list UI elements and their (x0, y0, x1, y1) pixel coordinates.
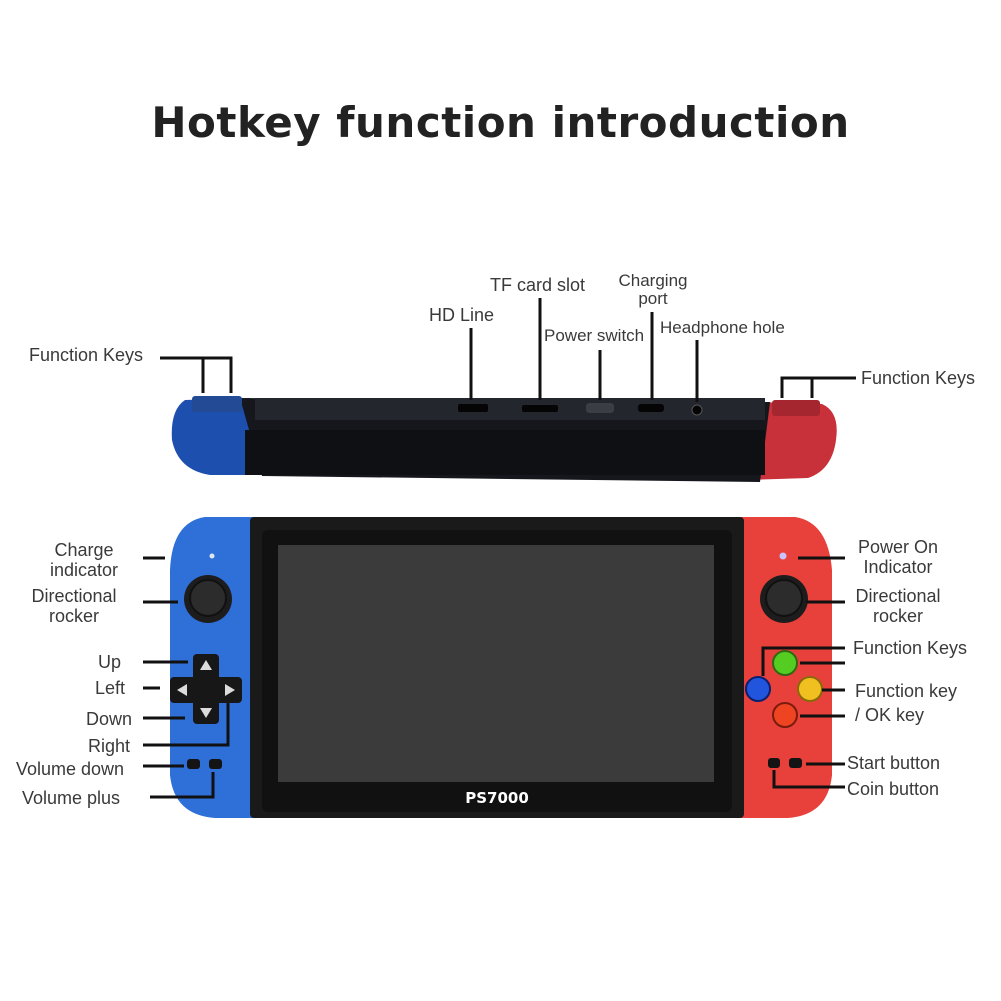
label-function-keys-top-left: Function Keys (29, 345, 144, 365)
label-charging-port-line2: port (638, 289, 668, 308)
headphone-hole[interactable] (691, 404, 703, 416)
y-button[interactable] (772, 650, 798, 676)
label-power-switch: Power switch (544, 326, 645, 345)
label-rocker-left-line1: Directional (31, 586, 117, 606)
dpad[interactable] (170, 654, 242, 724)
label-power-on-indicator: Power On Indicator (845, 537, 951, 577)
charge-indicator (209, 553, 215, 559)
model-name: PS7000 (465, 789, 529, 807)
label-charge-line2: indicator (49, 560, 119, 580)
x-button[interactable] (745, 676, 771, 702)
a-button[interactable] (772, 702, 798, 728)
left-rocker-cap (189, 579, 227, 617)
right-shoulder-keys[interactable] (772, 400, 820, 416)
power-indicator (779, 552, 787, 560)
label-ok-key-line2: / OK key (855, 705, 925, 725)
label-rocker-right-line1: Directional (855, 586, 941, 606)
left-shoulder-keys[interactable] (192, 396, 242, 412)
page-title: Hotkey function introduction (151, 98, 850, 147)
label-directional-rocker-left: Directional rocker (14, 586, 134, 626)
volume-plus-button[interactable] (209, 759, 222, 769)
label-volume-plus: Volume plus (22, 788, 121, 808)
label-rocker-right-line2: rocker (872, 606, 923, 626)
power-switch[interactable] (586, 403, 614, 413)
right-rocker-cap (765, 579, 803, 617)
label-up: Up (98, 652, 122, 672)
right-callouts (761, 556, 845, 789)
label-down: Down (86, 709, 133, 729)
label-left: Left (95, 678, 126, 698)
label-function-key-line1: Function key (855, 681, 958, 701)
left-callouts (143, 556, 230, 799)
tf-card-slot[interactable] (522, 405, 558, 412)
label-tf-card-slot: TF card slot (490, 275, 586, 295)
label-power-line1: Power On (857, 537, 939, 557)
label-start-button: Start button (847, 753, 941, 773)
device-top-view (171, 396, 837, 482)
label-charging-port-line1: Charging (618, 271, 688, 290)
label-hd-line: HD Line (429, 305, 495, 325)
device-front-view: PS7000 (170, 517, 832, 818)
label-function-keys-right: Function Keys (853, 638, 968, 658)
top-right-grip (748, 402, 837, 480)
label-function-keys-top-right: Function Keys (861, 368, 976, 388)
label-function-key-ok: Function key / OK key (855, 681, 957, 725)
start-button[interactable] (768, 758, 780, 768)
hd-port[interactable] (458, 404, 488, 412)
label-volume-down: Volume down (16, 759, 125, 779)
label-coin-button: Coin button (847, 779, 940, 799)
label-rocker-left-line2: rocker (48, 606, 99, 626)
label-directional-rocker-right: Directional rocker (845, 586, 951, 626)
coin-button[interactable] (789, 758, 802, 768)
label-charge-indicator: Charge indicator (20, 540, 148, 580)
label-power-line2: Indicator (863, 557, 933, 577)
label-headphone-hole: Headphone hole (660, 318, 785, 337)
top-callouts (160, 298, 856, 402)
volume-down-button[interactable] (187, 759, 200, 769)
b-button[interactable] (797, 676, 823, 702)
screen (278, 545, 714, 782)
charging-port[interactable] (638, 404, 664, 412)
label-charge-line1: Charge (54, 540, 114, 560)
label-right: Right (88, 736, 131, 756)
label-charging-port: Charging port (606, 272, 700, 308)
